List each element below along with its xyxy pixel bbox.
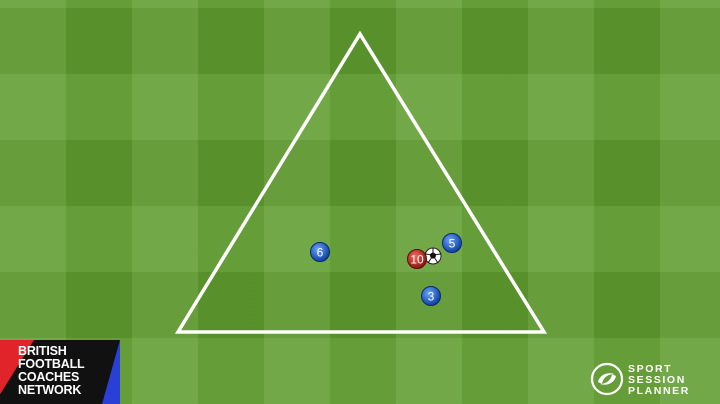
player-number: 5 [449, 237, 456, 251]
player-number: 3 [428, 290, 435, 304]
triangle-area-outline [174, 30, 548, 334]
brand-left-line: FOOTBALL [18, 357, 85, 371]
player-marker[interactable]: 5 [442, 233, 462, 253]
player-number: 6 [317, 246, 324, 260]
british-football-coaches-network-logo: BRITISH FOOTBALL COACHES NETWORK [0, 340, 120, 404]
brand-left-line: COACHES [18, 370, 80, 384]
player-marker[interactable]: 10 [407, 249, 427, 269]
player-number: 10 [410, 253, 424, 267]
brand-right-text: SPORT SESSION PLANNER [628, 364, 690, 397]
brand-left-text: BRITISH FOOTBALL COACHES NETWORK [18, 345, 116, 397]
brand-left-line: NETWORK [18, 383, 82, 397]
brand-right-line: PLANNER [628, 385, 690, 397]
brand-right-line: SPORT [628, 363, 673, 375]
player-marker[interactable]: 3 [421, 286, 441, 306]
sport-session-planner-logo: SPORT SESSION PLANNER [590, 362, 718, 398]
football-ball[interactable] [424, 247, 442, 265]
player-marker[interactable]: 6 [310, 242, 330, 262]
brand-left-line: BRITISH [18, 344, 67, 358]
brand-right-line: SESSION [628, 374, 686, 386]
swirl-logo-icon [590, 362, 624, 396]
